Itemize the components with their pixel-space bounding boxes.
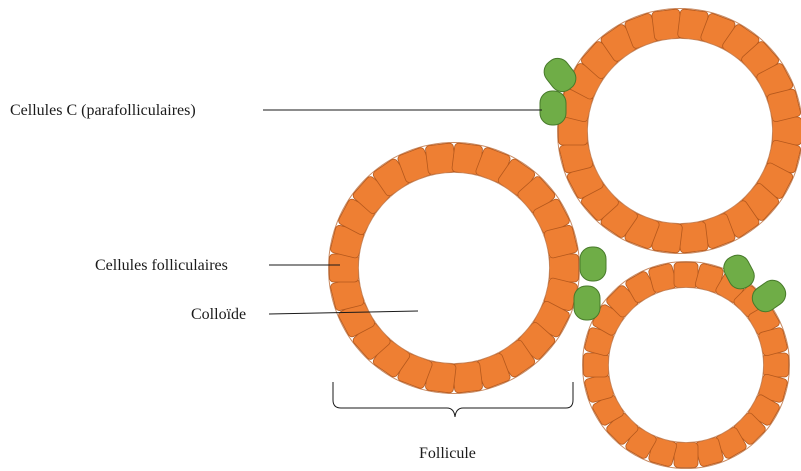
follicular-cell [764, 353, 789, 377]
colloid-label: Colloïde [191, 306, 246, 323]
follicle-label: Follicule [419, 445, 476, 462]
c-cell [574, 286, 600, 320]
follicle-left [329, 143, 580, 394]
colloid [609, 288, 764, 443]
follicular-cell [584, 353, 609, 377]
follicular-cell [674, 263, 698, 288]
follicular-cells-label: Cellules folliculaires [95, 257, 228, 274]
follicular-cell [674, 443, 698, 468]
follicular-cell [452, 361, 483, 393]
follicle-top-right [558, 9, 801, 254]
colloid [359, 173, 550, 364]
follicular-cell [425, 143, 456, 175]
c-cell [580, 247, 606, 281]
c-cell [540, 91, 566, 125]
c-cells-label: Cellules C (parafolliculaires) [10, 102, 196, 119]
colloid [588, 39, 773, 224]
